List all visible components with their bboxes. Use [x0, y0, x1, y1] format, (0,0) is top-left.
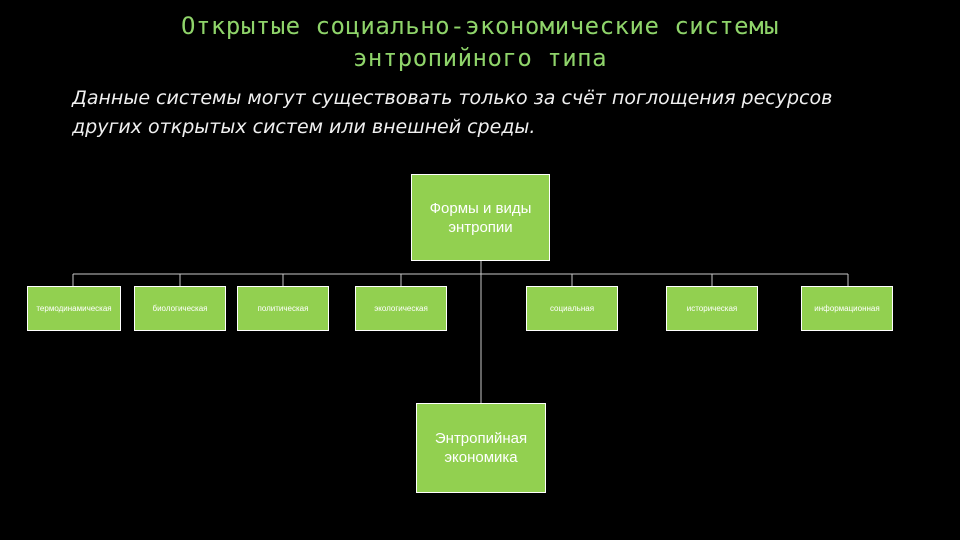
diagram-child-node-historical: историческая: [666, 286, 758, 331]
slide-title-line-2: энтропийного типа: [352, 44, 608, 72]
diagram-child-node-biological: биологическая: [134, 286, 226, 331]
diagram-child-node-informational: информационная: [801, 286, 893, 331]
diagram-assistant-node: Энтропийная экономика: [416, 403, 546, 493]
slide-body-line-1: Данные системы могут существовать только…: [72, 87, 833, 109]
slide-body-text: Данные системы могут существовать только…: [72, 84, 912, 142]
diagram-child-node-political: политическая: [237, 286, 329, 331]
diagram-child-node-ecological: экологическая: [355, 286, 447, 331]
diagram-child-node-social: социальная: [526, 286, 618, 331]
slide-title-line-1: Открытые социально-экономические системы: [181, 12, 779, 40]
slide-body-line-2: других открытых систем или внешней среды…: [72, 116, 536, 138]
diagram-child-node-thermodynamic: термодинамическая: [27, 286, 121, 331]
slide-title: Открытые социально-экономические системы…: [60, 10, 900, 74]
diagram-root-node: Формы и виды энтропии: [411, 174, 550, 261]
